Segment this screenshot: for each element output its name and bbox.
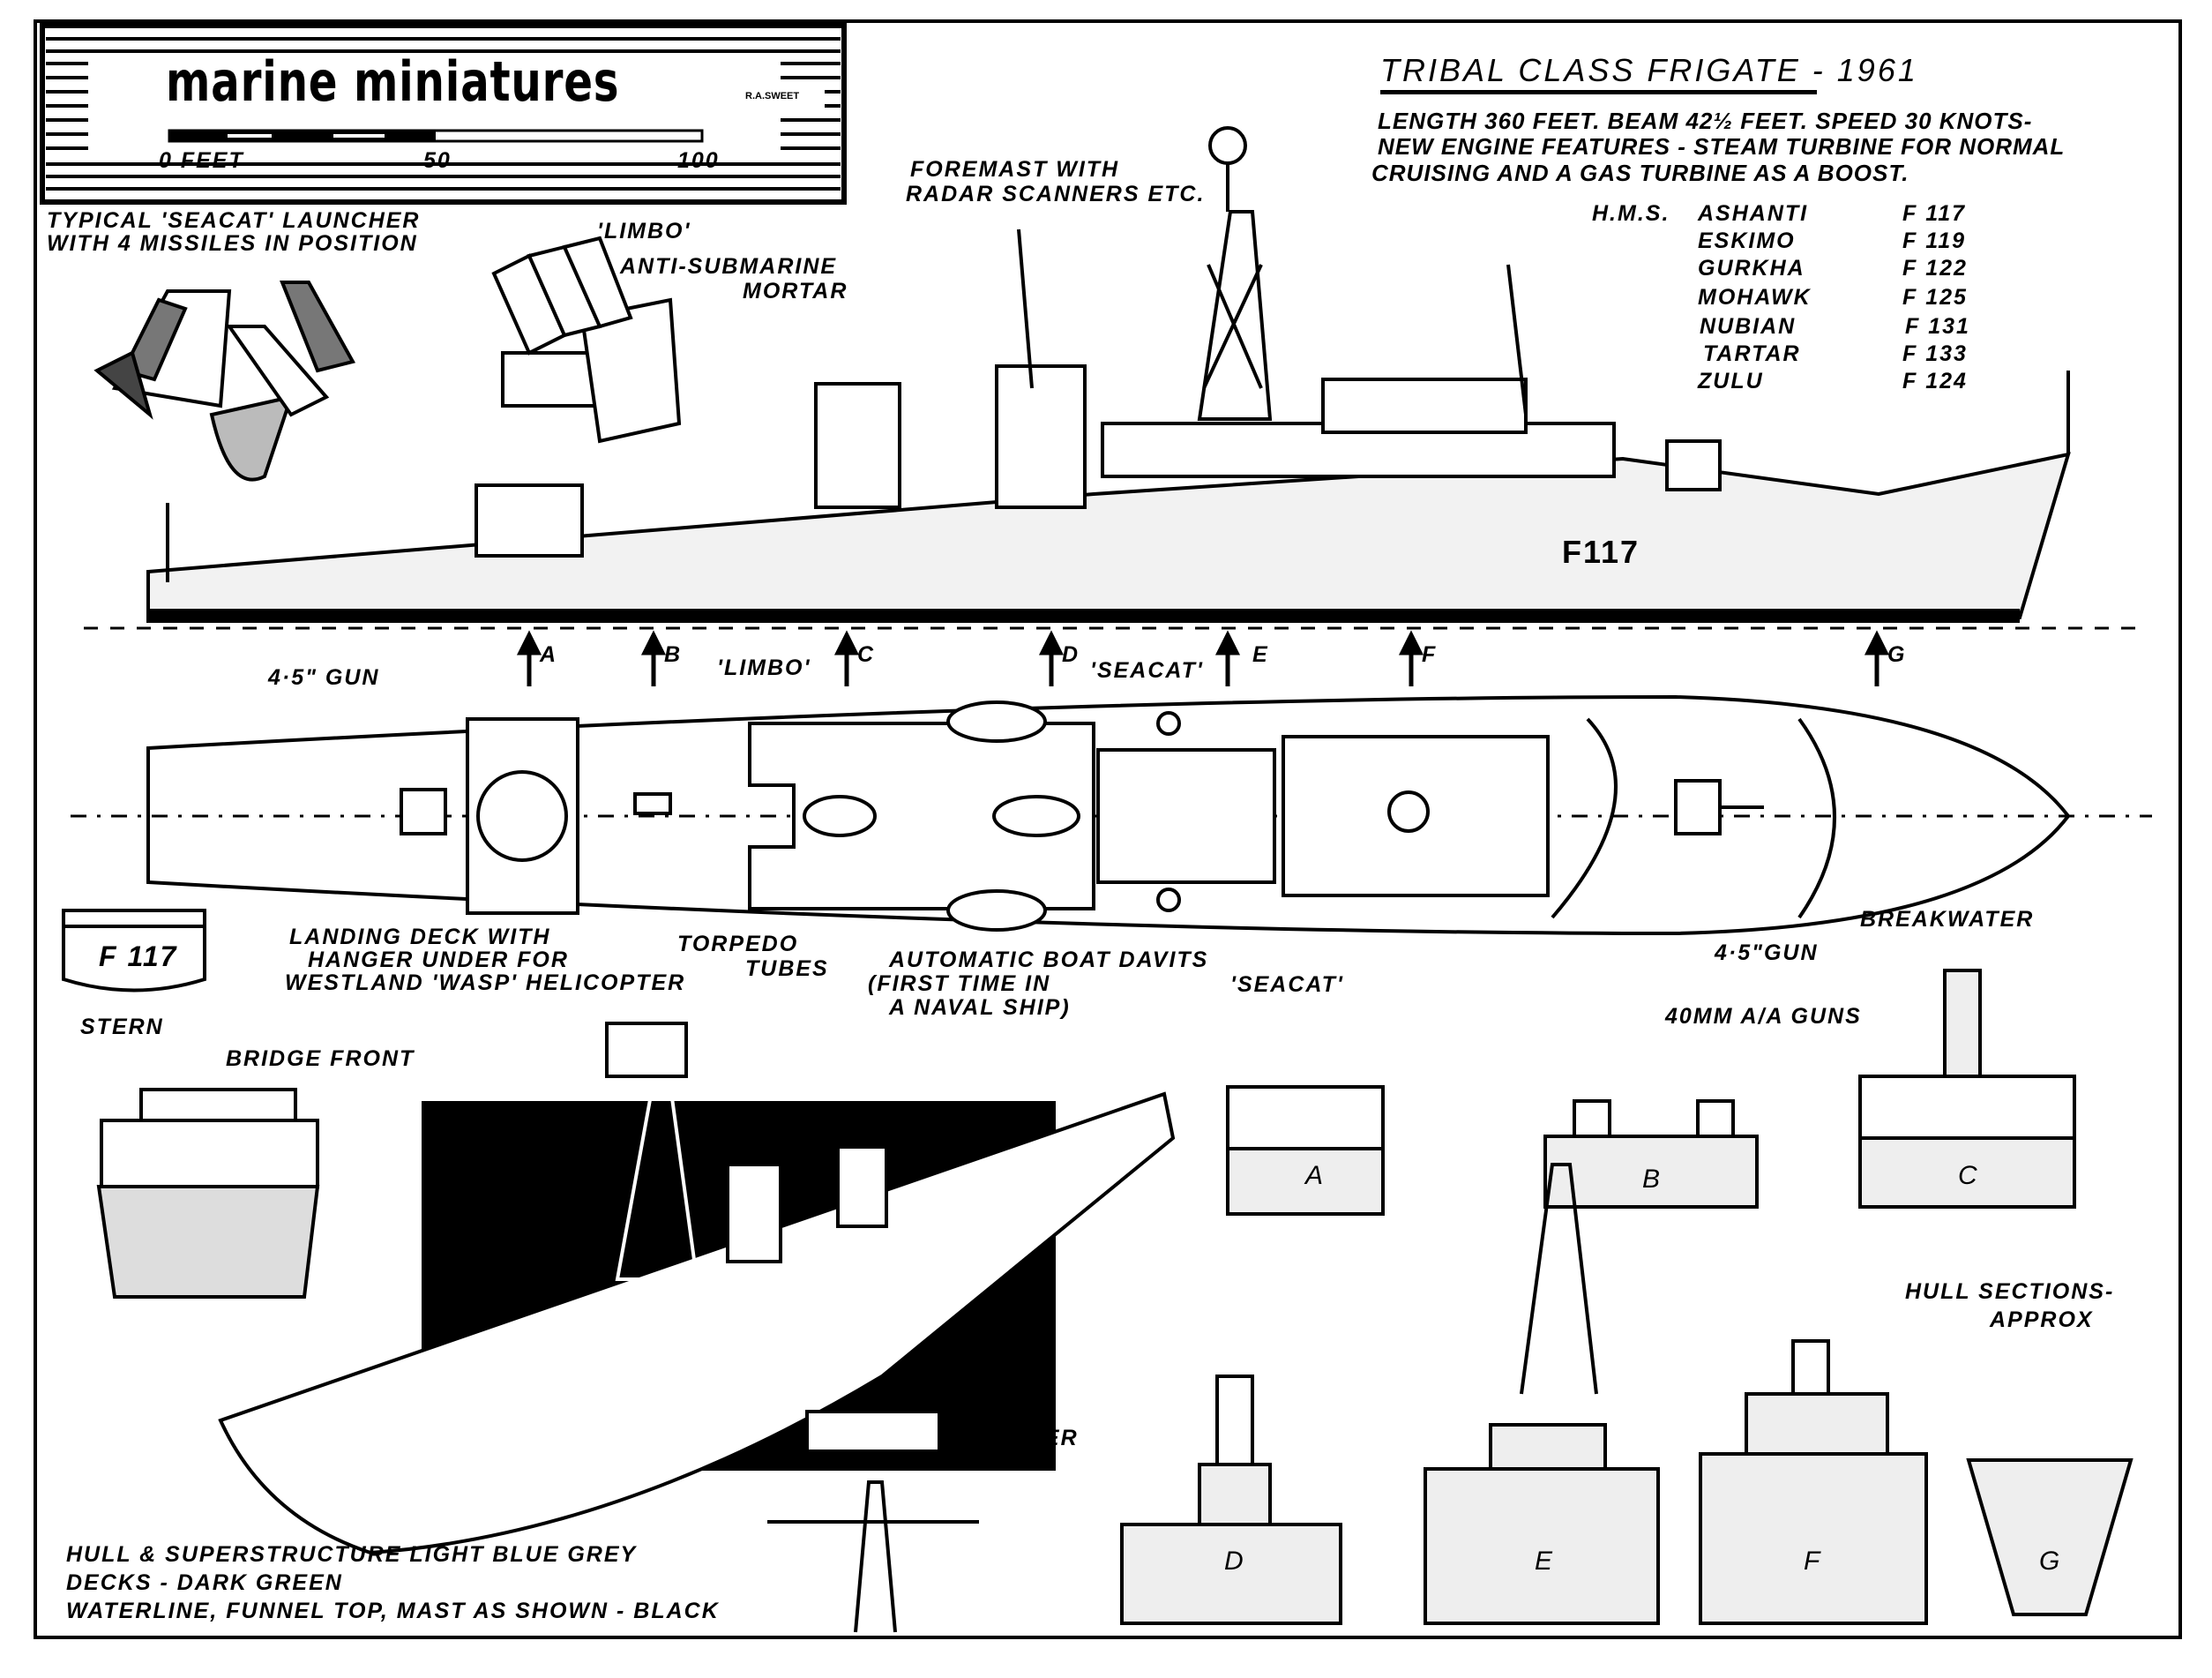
section-marker: G [1887, 642, 1907, 667]
scale-bar [168, 129, 704, 143]
stern-label: STERN [80, 1015, 164, 1039]
section-arrows [516, 630, 1890, 686]
limbo-label: MORTAR [743, 279, 848, 303]
ship-name: NUBIAN [1700, 314, 1797, 339]
stern-number: F 117 [99, 940, 178, 972]
ship-pennant: F 117 [1902, 201, 1967, 226]
ship-pennant: F 124 [1902, 369, 1968, 393]
davits-label: AUTOMATIC BOAT DAVITS [889, 948, 1209, 972]
bridge-front-label: BRIDGE FRONT [226, 1046, 415, 1071]
bridge-front-view [96, 1088, 320, 1299]
section-label: E [1535, 1547, 1555, 1576]
perspective-view [218, 1022, 1176, 1555]
section-label: G [2039, 1547, 2062, 1576]
limbo-plan-label: 'LIMBO' [717, 655, 811, 680]
section-label: B [1642, 1165, 1663, 1194]
foremast-label: FOREMAST WITH [910, 157, 1120, 182]
artist-signature: R.A.SWEET [745, 91, 800, 101]
page-title: TRIBAL CLASS FRIGATE - 1961 [1380, 52, 1918, 88]
limbo-mortar-sketch [491, 236, 682, 444]
limbo-label: ANTI-SUBMARINE [620, 254, 838, 279]
ship-pennant: F 133 [1902, 341, 1968, 366]
ship-name: ASHANTI [1698, 201, 1809, 226]
landing-deck-label: LANDING DECK WITH [289, 925, 551, 949]
radar-label: ETC [999, 1450, 1049, 1475]
radar-label: RADAR [957, 1401, 1046, 1426]
hull-number: F117 [1562, 534, 1640, 570]
spec-line: LENGTH 360 FEET. BEAM 42½ FEET. SPEED 30… [1378, 108, 2033, 134]
scale-mid-label: 50 [423, 148, 452, 173]
seacat-plan-label: 'SEACAT' [1090, 658, 1204, 683]
section-marker: E [1252, 642, 1269, 667]
side-profile [84, 126, 2143, 630]
section-marker: F [1422, 642, 1438, 667]
section-marker: D [1062, 642, 1080, 667]
torpedo-label: TORPEDO [677, 932, 799, 956]
seacat-launcher-label: WITH 4 MISSILES IN POSITION [47, 231, 418, 256]
radar-label: SCANNER [957, 1426, 1079, 1450]
section-marker: C [857, 642, 876, 667]
torpedo-label: TUBES [745, 956, 829, 981]
ship-name: TARTAR [1703, 341, 1801, 366]
aa-guns-label: 40MM A/A GUNS [1665, 1004, 1862, 1029]
stern-view [62, 909, 206, 993]
hull-sections [1120, 969, 2134, 1625]
hull-sections-label: APPROX [1990, 1307, 2094, 1332]
header-box [40, 23, 847, 205]
section-label: C [1958, 1161, 1979, 1190]
seacat-plan-label: 'SEACAT' [1230, 972, 1344, 997]
scale-end-label: 100 [677, 148, 720, 173]
seacat-launcher-label: TYPICAL 'SEACAT' LAUNCHER [47, 208, 421, 233]
ship-pennant: F 125 [1902, 285, 1968, 310]
sheet-border [34, 19, 2182, 1639]
gun-aft-label: 4·5" GUN [268, 665, 380, 690]
scale-start-label: 0 FEET [159, 148, 244, 173]
ship-name: ZULU [1698, 369, 1764, 393]
radar-scanner-detail [767, 1410, 979, 1633]
limbo-label: 'LIMBO' [597, 219, 691, 243]
ship-pennant: F 131 [1905, 314, 1970, 339]
hull-sections-label: HULL SECTIONS- [1905, 1279, 2115, 1304]
plan-view [71, 694, 2152, 936]
ship-name: MOHAWK [1698, 285, 1812, 310]
ship-name: GURKHA [1698, 256, 1805, 281]
title-underline [1380, 90, 1817, 94]
brand-logo: marine miniatures [166, 49, 620, 114]
ship-pennant: F 122 [1902, 256, 1968, 281]
landing-deck-label: WESTLAND 'WASP' HELICOPTER [285, 970, 686, 995]
breakwater-label: BREAKWATER [1860, 907, 2035, 932]
spec-line: CRUISING AND A GAS TURBINE AS A BOOST. [1371, 160, 1909, 186]
colour-note: HULL & SUPERSTRUCTURE LIGHT BLUE GREY [66, 1542, 638, 1567]
davits-label: A NAVAL SHIP) [889, 995, 1071, 1020]
section-label: D [1224, 1547, 1245, 1576]
seacat-launcher-sketch [93, 281, 356, 482]
section-marker: A [540, 642, 558, 667]
colour-note: WATERLINE, FUNNEL TOP, MAST AS SHOWN - B… [66, 1599, 720, 1623]
ship-pennant: F 119 [1902, 228, 1967, 253]
ship-name: ESKIMO [1698, 228, 1796, 253]
section-marker: B [664, 642, 683, 667]
section-label: A [1305, 1161, 1326, 1190]
davits-label: (FIRST TIME IN [868, 971, 1051, 996]
ship-prefix: H.M.S. [1592, 201, 1670, 226]
landing-deck-label: HANGER UNDER FOR [308, 948, 569, 972]
foremast-label: RADAR SCANNERS ETC. [906, 182, 1206, 206]
spec-line: NEW ENGINE FEATURES - STEAM TURBINE FOR … [1378, 133, 2066, 160]
colour-note: DECKS - DARK GREEN [66, 1570, 343, 1595]
section-label: F [1804, 1547, 1822, 1576]
gun-fwd-label: 4·5"GUN [1715, 940, 1819, 965]
